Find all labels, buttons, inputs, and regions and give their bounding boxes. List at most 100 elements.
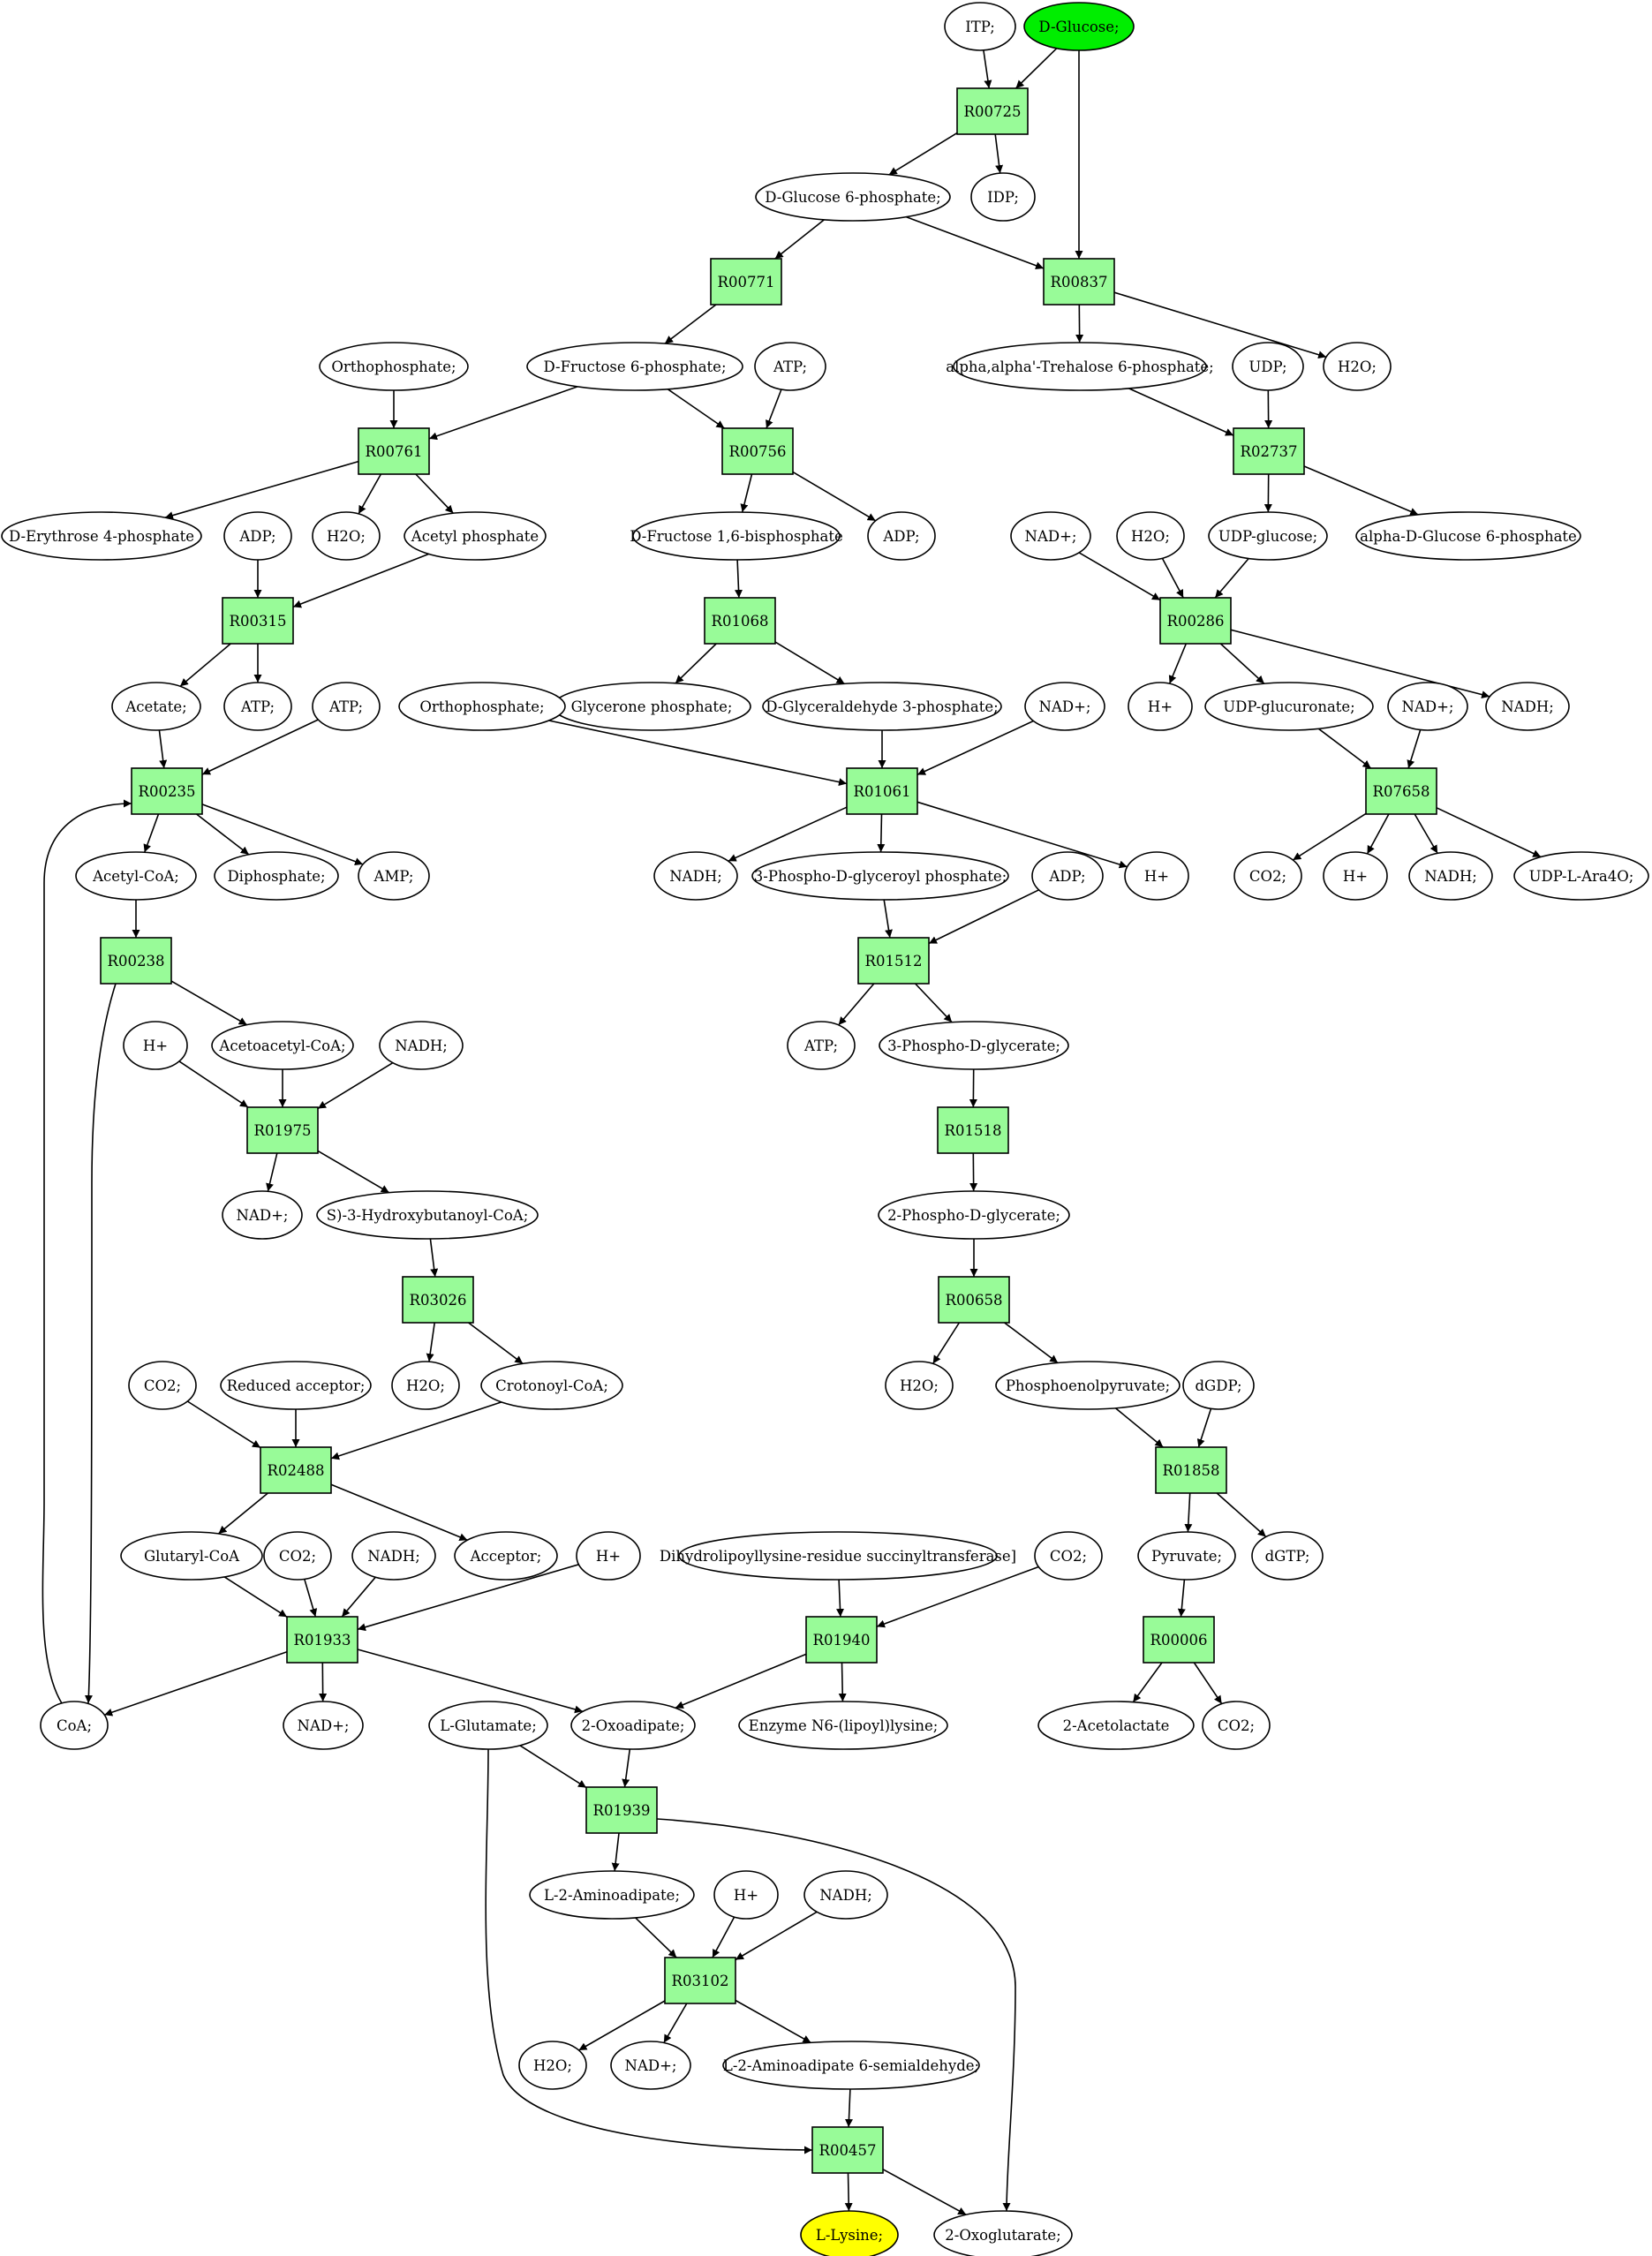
compound-node-glcoa[interactable]: Glutaryl-CoA [120, 1531, 263, 1581]
compound-ellipse[interactable] [111, 682, 201, 731]
compound-node-udp[interactable]: UDP; [1232, 342, 1304, 391]
reaction-node-R00771[interactable]: R00771 [710, 258, 782, 306]
compound-node-pyr[interactable]: Pyruvate; [1137, 1531, 1236, 1581]
compound-ellipse[interactable] [1137, 1531, 1236, 1581]
compound-node-g6p[interactable]: D-Glucose 6-phosphate; [755, 172, 951, 222]
compound-node-oxoad[interactable]: 2-Oxoadipate; [570, 1701, 696, 1750]
reaction-box[interactable] [710, 258, 782, 306]
compound-node-ppi[interactable]: Diphosphate; [214, 851, 339, 901]
reaction-box[interactable] [1365, 767, 1437, 815]
reaction-box[interactable] [811, 2126, 884, 2174]
compound-node-hbcoa[interactable]: S)-3-Hydroxybutanoyl-CoA; [316, 1190, 539, 1240]
compound-node-h2o4[interactable]: H2O; [391, 1361, 460, 1410]
compound-ellipse[interactable] [879, 1021, 1069, 1070]
compound-ellipse[interactable] [1204, 682, 1374, 731]
compound-node-udpara[interactable]: UDP-L-Ara4O; [1513, 851, 1649, 901]
reaction-box[interactable] [846, 767, 918, 815]
compound-node-acp[interactable]: Acetyl phosphate [404, 511, 547, 561]
compound-node-dlst[interactable]: Dihydrolipoyllysine-residue succinyltran… [660, 1531, 1016, 1581]
compound-ellipse[interactable] [211, 1021, 354, 1070]
compound-node-co2a[interactable]: CO2; [1233, 851, 1302, 901]
compound-node-adp3[interactable]: ADP; [1031, 851, 1104, 901]
compound-node-atp1[interactable]: ATP; [754, 342, 826, 391]
compound-node-hplus4[interactable]: H+ [123, 1021, 188, 1070]
compound-ellipse[interactable] [1513, 851, 1649, 901]
compound-node-h2o1[interactable]: H2O; [1323, 342, 1392, 391]
compound-ellipse[interactable] [1037, 1701, 1195, 1750]
compound-node-dglucose[interactable]: D-Glucose; [1023, 2, 1135, 51]
compound-node-h2o3[interactable]: H2O; [1116, 511, 1185, 561]
compound-node-nad3[interactable]: NAD+; [1387, 682, 1468, 731]
compound-node-itp[interactable]: ITP; [944, 2, 1016, 51]
reaction-box[interactable] [805, 1616, 878, 1664]
reaction-node-R02737[interactable]: R02737 [1233, 427, 1305, 475]
compound-ellipse[interactable] [312, 511, 381, 561]
compound-ellipse[interactable] [995, 1361, 1181, 1410]
compound-node-l2aa[interactable]: L-2-Aminoadipate; [529, 1870, 695, 1920]
compound-node-atp2[interactable]: ATP; [223, 682, 292, 731]
reaction-node-R01933[interactable]: R01933 [286, 1616, 358, 1664]
reaction-node-R00238[interactable]: R00238 [100, 937, 172, 985]
compound-ellipse[interactable] [222, 1190, 303, 1240]
compound-ellipse[interactable] [480, 1361, 623, 1410]
compound-node-pi2[interactable]: Orthophosphate; [398, 682, 566, 731]
compound-node-nadh4[interactable]: NADH; [379, 1021, 464, 1070]
reaction-box[interactable] [1143, 1616, 1215, 1664]
reaction-box[interactable] [286, 1616, 358, 1664]
compound-node-fbp[interactable]: D-Fructose 1,6-bisphosphate [630, 511, 843, 561]
compound-node-bpg[interactable]: 3-Phospho-D-glyceroyl phosphate; [751, 851, 1009, 901]
compound-ellipse[interactable] [529, 1870, 695, 1920]
compound-node-f6p[interactable]: D-Fructose 6-phosphate; [526, 342, 743, 391]
compound-ellipse[interactable] [722, 2041, 980, 2090]
compound-node-dgtp[interactable]: dGTP; [1251, 1531, 1324, 1581]
compound-node-h2o2[interactable]: H2O; [312, 511, 381, 561]
reaction-node-R01068[interactable]: R01068 [704, 597, 776, 645]
compound-node-llys[interactable]: L-Lysine; [800, 2210, 899, 2256]
compound-ellipse[interactable] [312, 682, 381, 731]
compound-ellipse[interactable] [751, 851, 1009, 901]
reaction-node-R01939[interactable]: R01939 [585, 1786, 658, 1834]
compound-ellipse[interactable] [1024, 682, 1105, 731]
reaction-node-R01061[interactable]: R01061 [846, 767, 918, 815]
compound-node-e4p[interactable]: D-Erythrose 4-phosphate [1, 511, 202, 561]
compound-ellipse[interactable] [319, 342, 469, 391]
compound-node-udpgluc[interactable]: UDP-glucuronate; [1204, 682, 1374, 731]
compound-node-co2b[interactable]: CO2; [128, 1361, 197, 1410]
compound-node-lglu[interactable]: L-Glutamate; [428, 1701, 548, 1750]
compound-ellipse[interactable] [1031, 851, 1104, 901]
reaction-box[interactable] [704, 597, 776, 645]
compound-ellipse[interactable] [678, 1531, 998, 1581]
compound-ellipse[interactable] [316, 1190, 539, 1240]
compound-ellipse[interactable] [1010, 511, 1091, 561]
compound-node-hplus3[interactable]: H+ [1323, 851, 1388, 901]
compound-node-ag6p[interactable]: alpha-D-Glucose 6-phosphate [1355, 511, 1581, 561]
reaction-box[interactable] [131, 767, 203, 815]
compound-ellipse[interactable] [40, 1701, 109, 1750]
compound-ellipse[interactable] [878, 1190, 1070, 1240]
compound-ellipse[interactable] [1233, 851, 1302, 901]
reaction-node-R01512[interactable]: R01512 [857, 937, 930, 985]
compound-node-acc[interactable]: Acceptor; [454, 1531, 558, 1581]
compound-node-pep[interactable]: Phosphoenolpyruvate; [995, 1361, 1181, 1410]
compound-node-tre6p[interactable]: alpha,alpha'-Trehalose 6-phosphate; [946, 342, 1214, 391]
compound-ellipse[interactable] [762, 682, 1002, 731]
reaction-box[interactable] [1233, 427, 1305, 475]
compound-ellipse[interactable] [379, 1021, 464, 1070]
compound-ellipse[interactable] [1232, 342, 1304, 391]
compound-node-nadh2[interactable]: NADH; [653, 851, 738, 901]
compound-node-hplus2[interactable]: H+ [1124, 851, 1189, 901]
compound-node-pi1[interactable]: Orthophosphate; [319, 342, 469, 391]
compound-node-aacoa[interactable]: Acetoacetyl-CoA; [211, 1021, 354, 1070]
reaction-box[interactable] [664, 1957, 736, 2004]
reaction-node-R00457[interactable]: R00457 [811, 2126, 884, 2174]
reaction-node-R00761[interactable]: R00761 [358, 427, 430, 475]
compound-ellipse[interactable] [754, 342, 826, 391]
compound-ellipse[interactable] [713, 1870, 779, 1920]
compound-node-nad2[interactable]: NAD+; [1024, 682, 1105, 731]
compound-ellipse[interactable] [1182, 1361, 1255, 1410]
compound-ellipse[interactable] [1485, 682, 1570, 731]
compound-ellipse[interactable] [358, 851, 430, 901]
reaction-node-R00315[interactable]: R00315 [222, 597, 294, 645]
compound-node-redacc[interactable]: Reduced acceptor; [220, 1361, 372, 1410]
reaction-box[interactable] [938, 1276, 1010, 1324]
